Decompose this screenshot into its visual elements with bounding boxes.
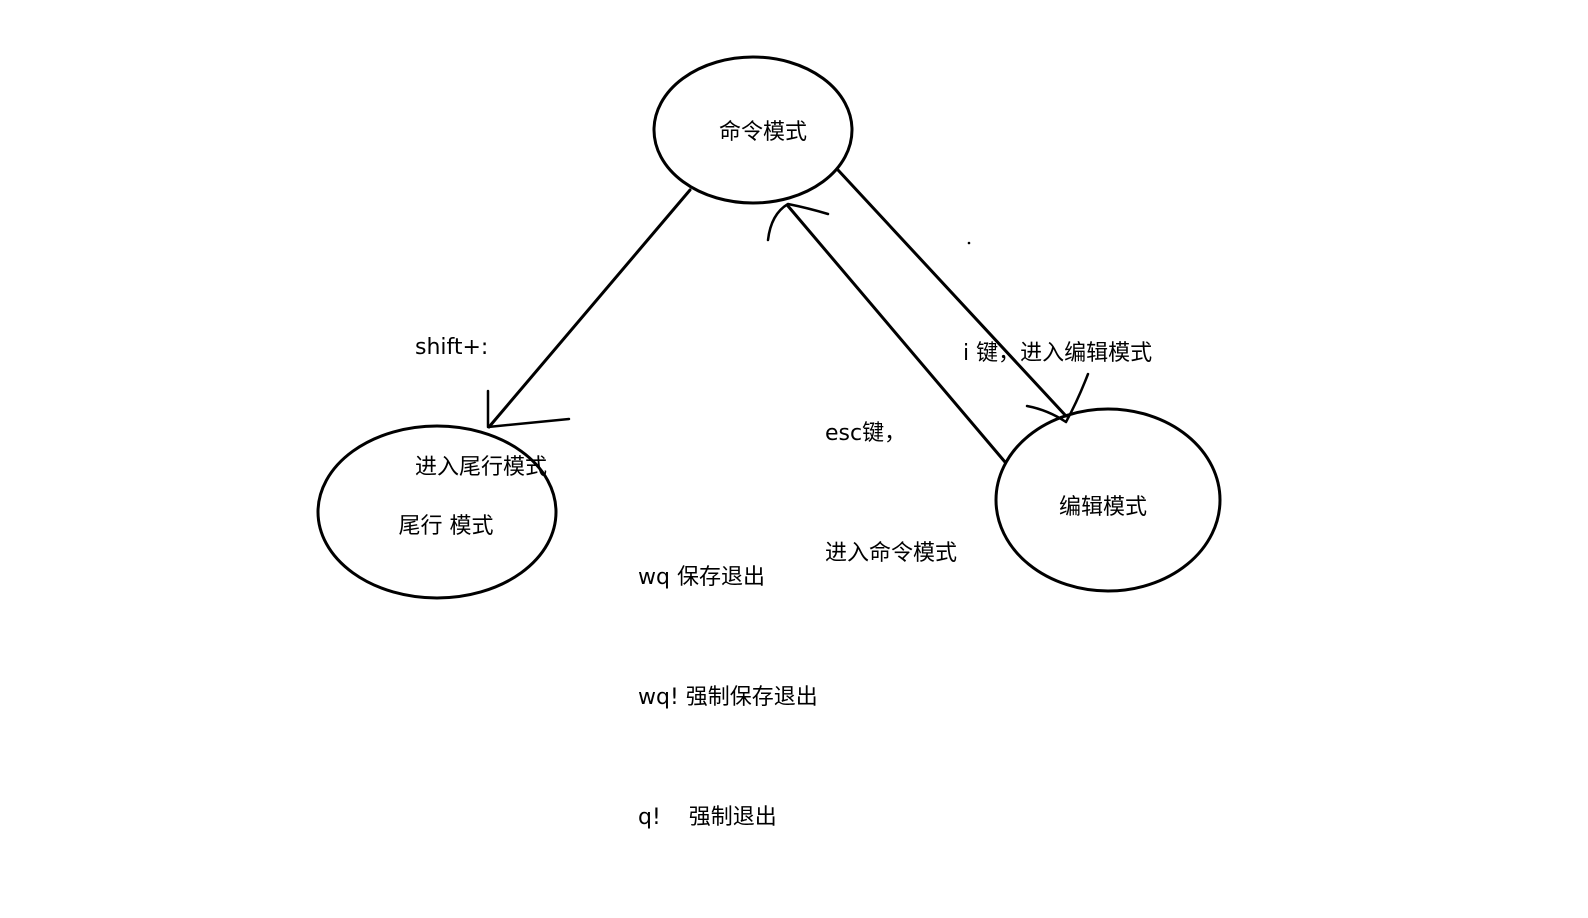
command-item-wq-force: wq! 强制保存退出 bbox=[638, 685, 818, 710]
edit-mode-label: 编辑模式 bbox=[1058, 495, 1148, 520]
command-item-q-force: q! 强制退出 bbox=[638, 805, 777, 830]
command-item-wq: wq 保存退出 bbox=[638, 565, 765, 590]
edge-label-to-lastline-line2: 进入尾行模式 bbox=[415, 455, 548, 480]
stray-dot bbox=[967, 241, 971, 245]
edge-label-to-edit-line1: i 键，进入编辑模式 bbox=[963, 341, 1153, 366]
command-mode-node bbox=[652, 55, 854, 205]
edge-label-to-command-line1: esc键， bbox=[825, 421, 907, 446]
lastline-mode-label: 尾行 模式 bbox=[398, 514, 494, 539]
diagram-canvas bbox=[316, 55, 1222, 600]
edge-command-to-lastline bbox=[487, 188, 692, 429]
edge-label-to-command-line2: 进入命令模式 bbox=[825, 541, 958, 566]
edge-label-to-command: esc键， 进入命令模式 bbox=[825, 334, 957, 654]
edge-command-to-edit bbox=[836, 168, 1068, 418]
edge-label-to-lastline-line1: shift+: bbox=[415, 335, 489, 360]
command-mode-label: 命令模式 bbox=[718, 120, 808, 145]
lastline-commands-list: wq 保存退出 wq! 强制保存退出 q! 强制退出 bbox=[638, 478, 818, 918]
arrowhead-edit bbox=[1025, 372, 1090, 424]
edit-mode-node bbox=[994, 407, 1222, 593]
edge-label-to-lastline: shift+: 进入尾行模式 bbox=[415, 248, 547, 568]
lastline-mode-node bbox=[316, 424, 558, 600]
arrowhead-command bbox=[766, 202, 830, 242]
edge-edit-to-command bbox=[786, 204, 1007, 464]
arrowhead-lastline bbox=[486, 389, 571, 429]
edge-label-to-edit: i 键，进入编辑模式 bbox=[963, 254, 1152, 454]
